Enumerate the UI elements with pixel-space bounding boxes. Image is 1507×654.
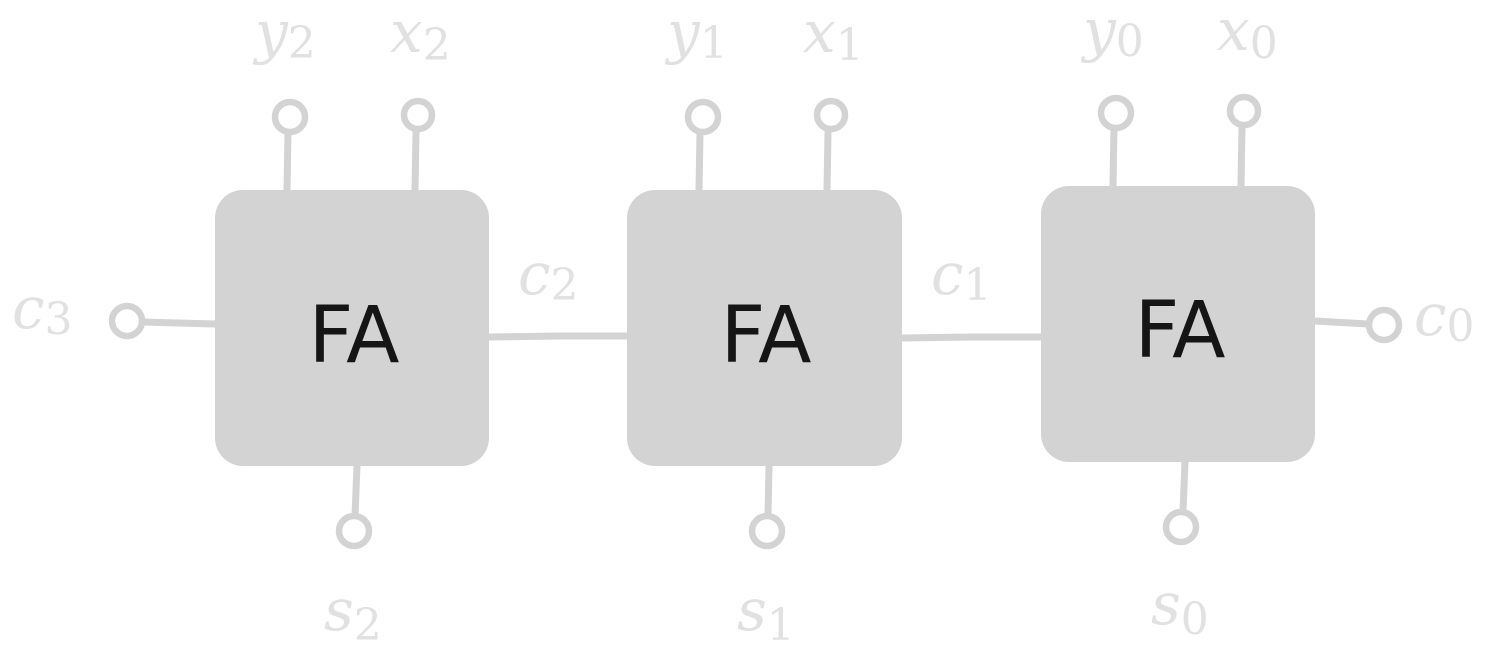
wire-c0 xyxy=(1311,317,1372,328)
pin-c0 xyxy=(1365,306,1403,344)
full-adder-2: FA xyxy=(215,190,489,466)
wire-y0 xyxy=(1109,124,1118,190)
full-adder-box xyxy=(627,190,902,466)
wire-s1 xyxy=(764,462,773,520)
pin-y0 xyxy=(1097,94,1135,132)
pin-c3 xyxy=(108,302,146,340)
pin-x1 xyxy=(813,97,849,133)
pins xyxy=(108,93,1403,550)
wire-x1 xyxy=(823,128,832,194)
full-adder-label: FA xyxy=(308,291,399,381)
pin-y1 xyxy=(684,98,722,136)
label-s2: s2 xyxy=(324,576,382,651)
pin-x2 xyxy=(400,97,436,133)
full-adder-box xyxy=(1041,186,1315,462)
label-c0: c0 xyxy=(1414,281,1474,352)
wire-c2 xyxy=(485,332,631,341)
pin-x0 xyxy=(1226,93,1262,129)
wire-x0 xyxy=(1237,124,1246,190)
label-x0: x0 xyxy=(1217,0,1278,69)
carry-labels: c3 c2 c1 c0 xyxy=(12,240,1474,352)
full-adder-box xyxy=(215,190,489,466)
label-c1: c1 xyxy=(931,240,991,311)
label-s0: s0 xyxy=(1151,570,1209,645)
label-c3: c3 xyxy=(12,274,72,345)
wire-y1 xyxy=(695,128,704,194)
label-y2: y2 xyxy=(252,0,316,69)
wires xyxy=(138,124,1372,520)
label-s1: s1 xyxy=(737,576,795,651)
label-x2: x2 xyxy=(390,0,451,71)
pin-y2 xyxy=(271,98,309,136)
label-c2: c2 xyxy=(518,240,578,311)
input-labels: y2 x2 y1 x1 y0 x0 xyxy=(252,0,1278,71)
sum-labels: s2 s1 s0 xyxy=(324,570,1209,651)
wire-s0 xyxy=(1179,458,1189,516)
label-y0: y0 xyxy=(1080,0,1144,67)
wire-y2 xyxy=(283,128,292,194)
full-adder-label: FA xyxy=(1134,286,1225,376)
wire-c1 xyxy=(898,333,1045,342)
full-adder-label: FA xyxy=(720,291,811,381)
label-y1: y1 xyxy=(664,0,728,69)
full-adder-1: FA xyxy=(627,190,902,466)
pin-s2 xyxy=(335,512,373,550)
wire-c3 xyxy=(138,318,219,328)
label-x1: x1 xyxy=(803,0,864,71)
pin-s0 xyxy=(1162,508,1200,546)
full-adder-0: FA xyxy=(1041,186,1315,462)
wire-x2 xyxy=(411,128,420,194)
wire-s2 xyxy=(351,462,361,520)
pin-s1 xyxy=(748,512,786,550)
